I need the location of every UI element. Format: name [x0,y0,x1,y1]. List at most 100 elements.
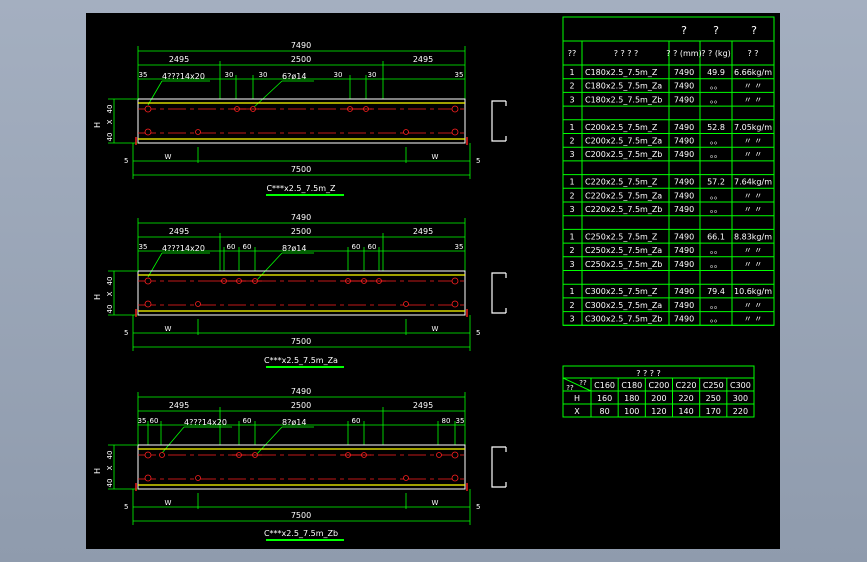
end-offset-right: 5 [476,329,480,337]
size-cell: 220 [678,394,693,403]
part-name: C180x2.5_7.5m_Zb [585,95,662,104]
part-weight: 49.9 [707,68,725,77]
w-label-right: W [432,325,439,333]
size-column-header: C160 [594,381,615,390]
unit-weight: 〃 〃 [744,191,763,200]
round-hole-note: 6?ø14 [282,72,306,81]
row-index: 2 [569,301,574,310]
size-column-header: C250 [703,381,724,390]
drawing-canvas[interactable]: 7490 2495 2500 2495 35 30 30 30 30 35 4?… [86,13,780,549]
size-cell: 120 [651,407,666,416]
round-hole-note: 8?ø14 [282,244,306,253]
unit-weight: 〃 〃 [744,150,763,159]
row-index: 3 [569,150,574,159]
table-title-mark: ? [681,24,687,37]
v-dim-top: 40 [106,451,114,460]
end-offset-left: 5 [124,157,128,165]
table-title-mark: ? [751,24,757,37]
spacing-left-2: 30 [225,71,234,79]
part-weight: 。。 [710,95,722,104]
height-label: H [93,468,102,474]
part-weight: 。。 [710,301,722,310]
size-cell: 220 [733,407,748,416]
spacing-left-1: 35 [139,243,148,251]
x-label: X [106,291,114,296]
height-label: H [93,294,102,300]
w-label-right: W [432,499,439,507]
v-dim-bottom: 40 [106,305,114,314]
size-cell: 200 [651,394,666,403]
part-length: 7490 [674,232,694,241]
c-section-icon [491,100,506,142]
size-row-label: H [574,394,580,403]
row-index: 3 [569,205,574,214]
segment-middle-dim: 2500 [291,55,311,64]
column-header: ? ? [747,49,758,58]
part-name: C300x2.5_7.5m_Z [585,287,658,296]
spacing-right-1: 30 [334,71,343,79]
unit-weight: 〃 〃 [744,137,763,146]
part-name: C250x2.5_7.5m_Z [585,232,658,241]
view-title: C***x2.5_7.5m_Za [264,356,338,365]
segment-right-dim: 2495 [413,401,433,410]
part-weight: 。。 [710,205,722,214]
segment-left-dim: 2495 [169,55,189,64]
size-cell: 250 [706,394,721,403]
end-offset-right: 5 [476,503,480,511]
part-length: 7490 [674,287,694,296]
segment-middle-dim: 2500 [291,227,311,236]
part-name: C300x2.5_7.5m_Za [585,301,662,310]
unit-weight: 7.05kg/m [734,123,772,132]
size-row-label: X [574,407,580,416]
slot-hole-note: 4???14x20 [184,418,227,427]
part-length: 7490 [674,178,694,187]
c-section-icon [491,446,506,488]
hole-group [144,451,459,482]
row-index: 1 [569,123,574,132]
row-index: 3 [569,95,574,104]
part-weight: 。。 [710,260,722,269]
unit-weight: 〃 〃 [744,205,763,214]
part-name: C180x2.5_7.5m_Za [585,82,662,91]
unit-weight: 8.83kg/m [734,232,772,241]
size-table-title: ? ? ? ? [636,369,661,378]
purlin-view-z: 7490 2495 2500 2495 35 30 30 30 30 35 4?… [93,41,507,196]
v-dim-bottom: 40 [106,479,114,488]
view-title: C***x2.5_7.5m_Z [266,184,336,193]
part-length: 7490 [674,260,694,269]
spacing-right-3: 35 [455,243,464,251]
total-length-dim: 7500 [291,511,311,520]
row-index: 1 [569,178,574,187]
overall-length-dim: 7490 [291,213,311,222]
overall-length-dim: 7490 [291,387,311,396]
row-index: 3 [569,260,574,269]
spacing-right-2: 60 [368,243,377,251]
spacing-left-3: 60 [243,417,252,425]
row-index: 1 [569,232,574,241]
segment-left-dim: 2495 [169,227,189,236]
row-index: 1 [569,287,574,296]
size-cell: 140 [678,407,693,416]
corner-header-top: ?? [579,379,587,387]
part-length: 7490 [674,246,694,255]
unit-weight: 〃 〃 [744,246,763,255]
spacing-right-1: 60 [352,243,361,251]
end-offset-left: 5 [124,329,128,337]
size-column-header: C200 [648,381,669,390]
corner-header-bottom: ?? [566,384,574,392]
size-cell: 160 [597,394,612,403]
round-hole-note: 8?ø14 [282,418,306,427]
spacing-right-3: 35 [456,417,465,425]
end-offset-right: 5 [476,157,480,165]
hole-group [144,277,459,308]
view-title: C***x2.5_7.5m_Zb [264,529,338,538]
part-weight: 57.2 [707,178,725,187]
part-name: C200x2.5_7.5m_Zb [585,150,662,159]
w-label-left: W [165,325,172,333]
unit-weight: 〃 〃 [744,301,763,310]
part-length: 7490 [674,205,694,214]
size-column-header: C220 [676,381,697,390]
size-cell: 300 [733,394,748,403]
